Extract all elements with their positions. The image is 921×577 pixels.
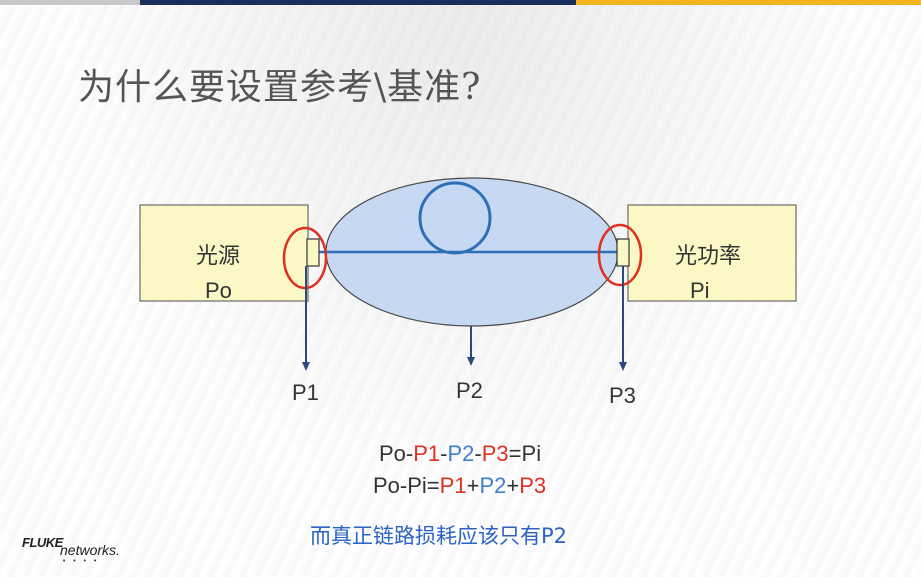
logo-brand: FLUKE <box>22 535 63 550</box>
meter-box-label: 光功率 <box>675 244 742 269</box>
eq2-lhs: Po-Pi= <box>373 473 440 498</box>
eq1-dash-2: - <box>440 441 448 466</box>
arrow-p2-head <box>467 357 475 366</box>
eq1-p1: P1 <box>413 441 441 466</box>
fluke-networks-logo: FLUKE networks. • • • • <box>22 535 142 565</box>
meter-connector <box>616 238 630 267</box>
p2-label: P2 <box>456 378 483 403</box>
eq2-plus-2: + <box>506 473 520 498</box>
source-power-label: Po <box>205 278 232 303</box>
eq1-dash-3: - <box>474 441 482 466</box>
conclusion-text: 而真正链路损耗应该只有P2 <box>310 524 568 548</box>
eq2-p1: P1 <box>439 473 467 498</box>
arrow-p1-head <box>302 362 310 371</box>
source-box-label: 光源 <box>196 244 241 269</box>
connection-loss-highlight-p3 <box>597 223 643 287</box>
eq2-p2: P2 <box>479 473 507 498</box>
top-accent-bar-gray <box>0 0 140 5</box>
eq1-p3: P3 <box>481 441 509 466</box>
arrow-p3-head <box>619 362 627 371</box>
p3-label: P3 <box>609 383 636 408</box>
equation-loss-chain: Po-P1-P2-P3=Pi <box>379 441 541 467</box>
eq1-po: Po <box>379 441 406 466</box>
eq2-plus-1: + <box>466 473 480 498</box>
equation-total-loss: Po-Pi=P1+P2+P3 <box>373 473 546 499</box>
top-accent-bar-navy <box>140 0 576 5</box>
eq1-result: =Pi <box>508 441 542 466</box>
page-title: 为什么要设置参考\基准? <box>78 67 482 108</box>
eq2-p3: P3 <box>519 473 547 498</box>
source-connector <box>306 238 320 267</box>
eq1-dash-1: - <box>405 441 414 466</box>
meter-power-label: Pi <box>690 278 710 303</box>
logo-dots: • • • • <box>62 557 100 565</box>
top-accent-bar-gold <box>576 0 921 5</box>
logo-sub: networks. <box>60 542 120 558</box>
eq1-p2: P2 <box>447 441 475 466</box>
p1-label: P1 <box>292 380 319 405</box>
